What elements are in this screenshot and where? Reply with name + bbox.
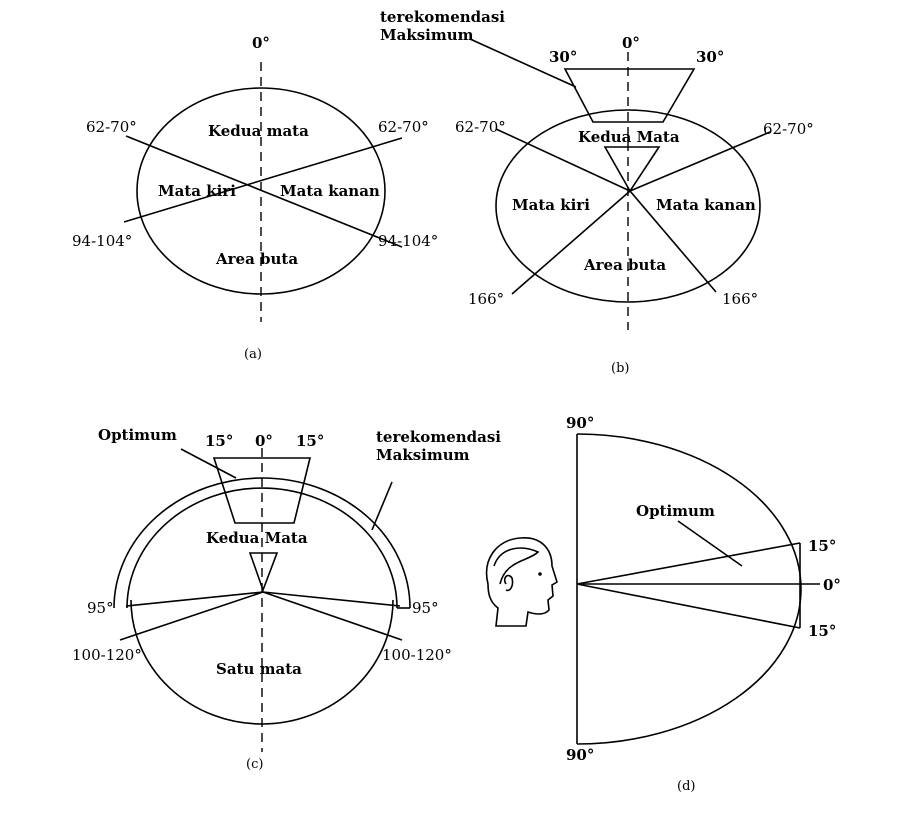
panel-c-zone-both-eyes: Kedua Mata — [206, 529, 308, 547]
panel-d-lower-angle: 15° — [808, 622, 836, 640]
panel-c-optimum-trapezoid — [212, 457, 312, 524]
panel-a-zone-right-eye: Mata kanan — [280, 182, 380, 200]
panel-b-recommended-trapezoid — [563, 68, 696, 123]
panel-b-top-left-angle: 30° — [549, 48, 577, 66]
panel-c-top-right-angle: 15° — [296, 432, 324, 450]
panel-b-upper-right-angle: 62-70° — [763, 120, 814, 138]
panel-b-note-line1: terekomendasi — [380, 8, 505, 26]
panel-c-outer-arc-left — [126, 487, 398, 609]
panel-a-line-ascending — [123, 137, 403, 223]
panel-c-lower-right-angle: 100-120° — [382, 646, 452, 664]
eye-dot — [538, 572, 542, 576]
panel-b-lower-right-angle: 166° — [722, 290, 758, 308]
panel-a-top-angle: 0° — [252, 34, 270, 52]
panel-b-zone-left-eye: Mata kiri — [512, 196, 590, 214]
panel-c-line-left-95 — [125, 591, 264, 607]
panel-b-top-angle: 0° — [622, 34, 640, 52]
panel-c-binocular-triangle — [248, 552, 279, 593]
panel-d-top-angle: 90° — [566, 414, 594, 432]
panel-c-top-left-angle: 15° — [205, 432, 233, 450]
panel-d-upper-angle: 15° — [808, 537, 836, 555]
panel-b-top-right-angle: 30° — [696, 48, 724, 66]
panel-c-zone-one-eye: Satu mata — [216, 660, 302, 678]
panel-b-field-ellipse — [495, 109, 761, 303]
panel-a-zone-blind: Area buta — [215, 250, 298, 268]
panel-d-optimum-pointer — [677, 520, 743, 567]
panel-a: 0° 62-70° 62-70° 94-104° 94-104° Kedua m… — [72, 34, 438, 362]
ear-shape — [503, 574, 514, 592]
panel-b-zone-blind: Area buta — [583, 256, 666, 274]
panel-b-zone-both-eyes: Kedua Mata — [578, 128, 680, 146]
panel-c-optimum-pointer — [180, 448, 237, 479]
panel-a-line-descending — [125, 135, 403, 248]
panel-b-binocular-triangle — [603, 146, 661, 193]
panel-c: Optimum 15° 0° 15° terekomendasi Maksimu… — [72, 426, 501, 772]
panel-d-field-arc — [576, 433, 802, 745]
panel-a-caption: (a) — [244, 347, 262, 362]
panel-c-optimum-label: Optimum — [98, 426, 177, 444]
panel-b-line-lower-right — [629, 190, 717, 293]
panel-d-caption: (d) — [677, 779, 695, 794]
panel-b-lower-left-angle: 166° — [468, 290, 504, 308]
panel-c-caption: (c) — [246, 757, 263, 772]
panel-b-upper-left-angle: 62-70° — [455, 118, 506, 136]
hair-line — [493, 547, 540, 585]
panel-c-lower-left-angle: 100-120° — [72, 646, 142, 664]
panel-b-line-upper-left — [495, 128, 631, 192]
panel-d-bottom-angle: 90° — [566, 746, 594, 764]
panel-a-upper-left-angle: 62-70° — [86, 118, 137, 136]
panel-c-mid-right-angle: 95° — [412, 599, 439, 617]
panel-d-optimum-upper-edge — [576, 542, 801, 585]
panel-c-note-line2: Maksimum — [376, 446, 470, 464]
panel-a-upper-right-angle: 62-70° — [378, 118, 429, 136]
panel-b-note-pointer — [469, 38, 577, 88]
head-outline — [485, 537, 558, 627]
panel-d-optimum-label: Optimum — [636, 502, 715, 520]
panel-b: terekomendasi Maksimum 0° 30° 30° 62-70°… — [380, 8, 814, 376]
panel-b-zone-right-eye: Mata kanan — [656, 196, 756, 214]
panel-b-caption: (b) — [611, 361, 629, 376]
panel-c-line-left-110 — [119, 591, 264, 641]
panel-c-note-line1: terekomendasi — [376, 428, 501, 446]
panel-d-optimum-lower-edge — [576, 583, 801, 629]
panel-c-note-pointer — [371, 481, 393, 531]
panel-d: 90° 90° Optimum 15° 0° 15° (d) — [485, 414, 841, 794]
panel-c-top-angle: 0° — [255, 432, 273, 450]
panel-c-line-right-110 — [262, 591, 403, 641]
panel-b-line-lower-left — [511, 190, 631, 295]
panel-c-mid-left-angle: 95° — [87, 599, 114, 617]
panel-b-line-upper-right — [629, 131, 771, 192]
panel-a-lower-left-angle: 94-104° — [72, 232, 132, 250]
panel-d-center-angle: 0° — [823, 576, 841, 594]
panel-b-note-line2: Maksimum — [380, 26, 474, 44]
panel-a-zone-left-eye: Mata kiri — [158, 182, 236, 200]
head-profile-icon — [485, 537, 558, 627]
panel-a-lower-right-angle: 94-104° — [378, 232, 438, 250]
panel-c-line-right-95 — [262, 591, 401, 607]
panel-a-zone-both-eyes: Kedua mata — [208, 122, 309, 140]
